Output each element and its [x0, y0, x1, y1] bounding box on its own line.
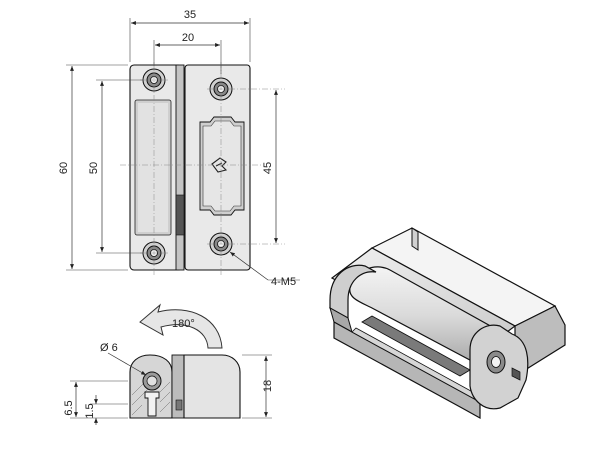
dim-rotation: 180° — [172, 318, 195, 330]
dim-height-total: 60 — [58, 162, 70, 174]
dim-width-total: 35 — [184, 9, 196, 21]
iso-left-end — [329, 264, 377, 320]
dim-side-height: 18 — [262, 380, 274, 392]
side-right-body — [183, 354, 241, 419]
dim-pin-diameter: Ø 6 — [100, 342, 118, 354]
rotation-arrow-icon — [139, 303, 223, 349]
dim-side-small-2: 1.5 — [84, 403, 96, 418]
knuckle-strip — [175, 64, 185, 271]
front-view: 35 20 60 50 45 4-M5 — [58, 9, 300, 288]
dim-side-small-1: 6.5 — [63, 400, 75, 415]
isometric-view — [329, 227, 566, 420]
dim-height-left-holes: 50 — [88, 162, 100, 174]
dim-height-right-holes: 45 — [262, 162, 274, 174]
dim-width-holes: 20 — [182, 32, 194, 44]
dim-screws: 4-M5 — [271, 276, 296, 288]
side-view: 180° Ø 6 18 6.5 — [63, 303, 274, 425]
